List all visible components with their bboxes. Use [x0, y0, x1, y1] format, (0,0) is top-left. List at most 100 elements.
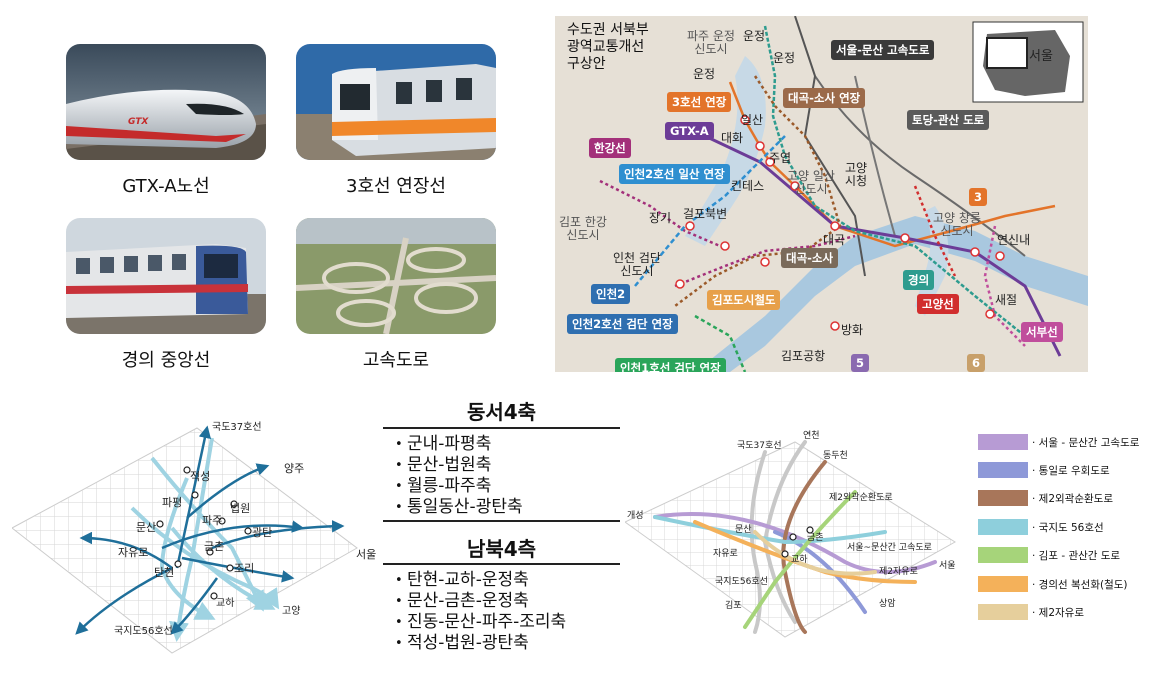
- place-incheon-geomdan-2: 신도시: [620, 264, 654, 279]
- place-goyang-city-1: 고양: [845, 161, 868, 175]
- tag-seoul-munsan: 서울-문산 고속도로: [831, 40, 935, 60]
- tag-incheon2-ilsan: 인천2호선 일산 연장: [619, 164, 730, 184]
- rd-yeoncheon: 연천: [803, 431, 820, 441]
- nambuk-divider-top: [383, 520, 620, 522]
- rd-je2-jayuro: 제2자유로: [879, 567, 918, 577]
- legend-swatch: [978, 462, 1028, 478]
- place-unjeong-left: 운정: [693, 67, 716, 81]
- legend-label: · 경의선 복선화(철도): [1032, 579, 1128, 591]
- place-banghwa: 방화: [841, 323, 864, 337]
- tag-gtx-a: GTX-A: [665, 122, 714, 140]
- place-goyang-changneung-2: 신도시: [940, 224, 974, 239]
- rd-seoul-munsan: 서울~문산간 고속도로: [847, 543, 932, 553]
- legend-item: · 통일로 우회도로: [978, 462, 1148, 478]
- tag-incheon1-geomdan: 인천1호선 검단 연장: [615, 358, 726, 372]
- legend-swatch: [978, 490, 1028, 506]
- legend-swatch: [978, 434, 1028, 450]
- tag-seobu-line: 서부선: [1021, 322, 1063, 342]
- rd-geumchon: 금촌: [807, 533, 824, 543]
- place-ilsan: 일산: [741, 113, 764, 127]
- rd-gaeseong: 개성: [627, 511, 644, 521]
- legend-item: · 서울 - 문산간 고속도로: [978, 434, 1148, 450]
- ld-gwangtan: 광탄: [252, 526, 273, 539]
- tag-todang-gwansan: 토당-관산 도로: [907, 110, 990, 130]
- tag-daegok-sosa-ext: 대곡-소사 연장: [783, 88, 866, 108]
- gtx-logo: GTX: [128, 117, 149, 127]
- place-juyeop: 주엽: [769, 151, 792, 165]
- dongseo-divider: [383, 427, 620, 429]
- place-goyang-ilsan-2: 신도시: [794, 182, 828, 197]
- place-paju-unjeong-1: 파주 운정: [687, 29, 735, 43]
- rd-gyoha: 교하: [791, 555, 808, 565]
- legend-label: · 국지도 56호선: [1032, 522, 1104, 534]
- gtx-caption: GTX-A노선: [122, 176, 210, 197]
- list-item: 월릉-파주축: [385, 476, 523, 497]
- place-gimpo-hangang-1: 김포 한강: [559, 215, 607, 229]
- ld-gukdo37: 국도37호선: [212, 422, 262, 433]
- place-unjeong-top: 운정: [743, 29, 766, 43]
- ld-tanhyeon: 탄현: [154, 566, 175, 579]
- dongseo-list: 군내-파평축 문산-법원축 월릉-파주축 통일동산-광탄축: [385, 434, 523, 518]
- list-item: 문산-금촌-운정축: [385, 591, 566, 612]
- list-item: 적성-법원-광탄축: [385, 633, 566, 654]
- ld-paju: 파주: [202, 514, 223, 527]
- left-axis-diagram: 국도37호선 적성 양주 파평 법원 파주 문산 광탄 자유로 금촌 서울 탄현…: [12, 418, 382, 668]
- rd-je2-ring: 제2외곽순환도로: [829, 493, 893, 503]
- place-kintex: 킨테스: [731, 179, 765, 193]
- rd-sangam: 상암: [879, 599, 896, 609]
- ld-jeokseong: 적성: [190, 470, 211, 483]
- legend-item: · 제2외곽순환도로: [978, 490, 1148, 506]
- line3-caption: 3호선 연장선: [346, 176, 446, 197]
- highway-caption: 고속도로: [362, 350, 430, 371]
- legend-item: · 김포 - 관산간 도로: [978, 547, 1148, 563]
- ld-gukdo56: 국지도56호선: [114, 626, 173, 637]
- place-goyang-changneung-1: 고양 창릉: [933, 211, 981, 225]
- map-title-line2: 광역교통개선: [567, 39, 645, 55]
- place-incheon-geomdan-1: 인천 검단: [613, 251, 661, 265]
- place-janggi: 장기: [649, 211, 672, 225]
- place-saejeol: 새절: [995, 293, 1018, 307]
- ld-jori: 조리: [234, 562, 255, 575]
- ld-goyang: 고양: [282, 606, 301, 617]
- place-geolpo: 걸포북변: [683, 207, 728, 221]
- rd-jayuro: 자유로: [713, 549, 738, 559]
- line3-train-photo: [296, 44, 496, 160]
- place-daehwa: 대화: [721, 131, 744, 145]
- legend-item: · 국지도 56호선: [978, 519, 1148, 535]
- place-gimpo-hangang-2: 신도시: [566, 228, 600, 243]
- list-item: 통일동산-광탄축: [385, 497, 523, 518]
- rd-dongducheon: 동두천: [823, 451, 848, 461]
- ld-munsan: 문산: [136, 521, 157, 534]
- map-title-line3: 구상안: [567, 56, 606, 72]
- tag-gyeong: 경의: [903, 270, 935, 290]
- ld-jayuro: 자유로: [118, 546, 149, 559]
- legend-label: · 서울 - 문산간 고속도로: [1032, 437, 1140, 449]
- ld-gyoha: 교하: [216, 598, 235, 609]
- dongseo-title: 동서4축: [466, 400, 537, 424]
- legend-swatch: [978, 604, 1028, 620]
- list-item: 진동-문산-파주-조리축: [385, 612, 566, 633]
- place-yeonsinnae: 연신내: [997, 233, 1031, 247]
- legend-swatch: [978, 547, 1028, 563]
- ld-beobwon: 법원: [230, 502, 251, 515]
- list-item: 문산-법원축: [385, 455, 523, 476]
- list-item: 군내-파평축: [385, 434, 523, 455]
- gtx-train-photo: GTX: [66, 44, 266, 160]
- tag-line3-ext: 3호선 연장: [667, 92, 732, 112]
- legend-item: · 제2자유로: [978, 604, 1148, 620]
- legend-label: · 제2자유로: [1032, 607, 1084, 619]
- tag-incheon2-geomdan: 인천2호선 검단 연장: [567, 314, 678, 334]
- rd-gukdo37: 국도37호선: [737, 441, 782, 451]
- place-unjeong-right: 운정: [773, 51, 796, 65]
- inset-seoul-label: 서울: [1029, 49, 1053, 64]
- nambuk-divider: [383, 563, 620, 565]
- rd-gimpo: 김포: [725, 601, 742, 611]
- place-goyang-ilsan-1: 고양 일산: [787, 169, 835, 183]
- place-goyang-city-2: 시청: [845, 174, 868, 189]
- ld-papyeong: 파평: [162, 496, 183, 509]
- legend-label: · 통일로 우회도로: [1032, 465, 1110, 477]
- ld-geumchon: 금촌: [204, 540, 225, 553]
- tag-hangang: 한강선: [589, 138, 631, 158]
- transit-plan-map: 수도권 서북부 광역교통개선 구상안 서울 파주 운정 신도시 운정 운정 운정…: [555, 16, 1088, 372]
- legend-label: · 제2외곽순환도로: [1032, 493, 1113, 505]
